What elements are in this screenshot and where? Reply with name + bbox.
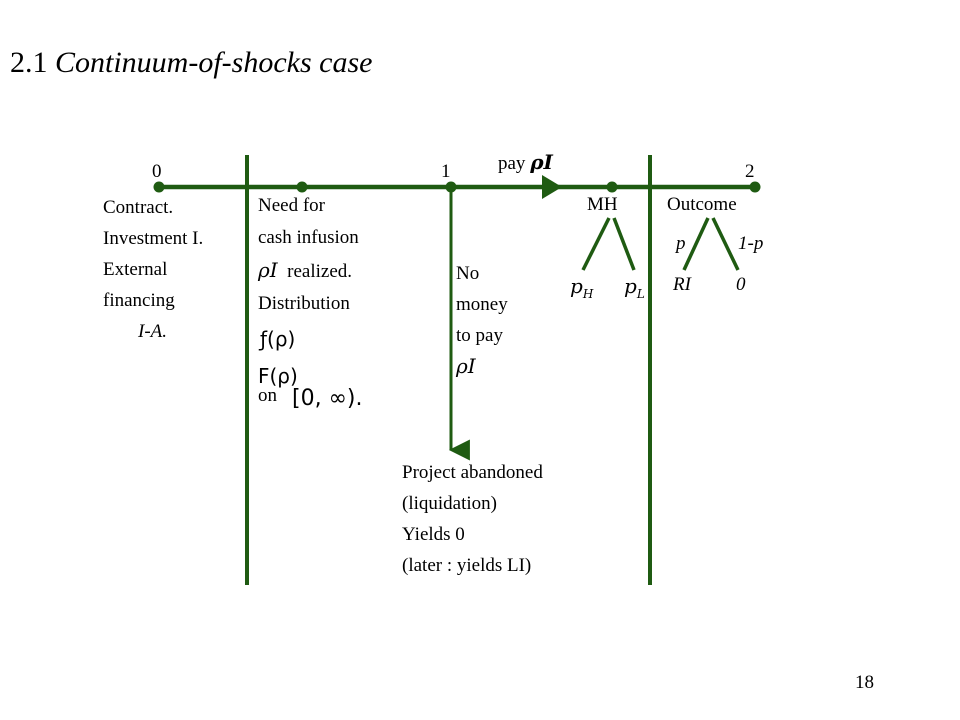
- pay-label: pay ρI: [498, 147, 553, 179]
- date0-line-2: Investment I.: [103, 228, 204, 249]
- abandoned-line-2: (liquidation): [402, 493, 497, 514]
- outcome-prob-success: p: [676, 233, 686, 254]
- mh-branch-low-label: pL: [624, 274, 645, 301]
- no-money-line-1: No: [456, 263, 480, 284]
- date-2-label: 2: [745, 161, 755, 182]
- title-text: Continuum-of-shocks case: [55, 46, 373, 79]
- mh-label: MH: [587, 194, 618, 215]
- shock-line-2: cash infusion: [258, 227, 359, 248]
- shock-on-label: on: [258, 385, 277, 406]
- shock-density: ƒ(ρ): [260, 327, 296, 351]
- abandoned-line-1: Project abandoned: [402, 462, 543, 483]
- outcome-label: Outcome: [667, 194, 737, 215]
- shock-description: Need for cash infusion ρI realized. Dist…: [258, 190, 359, 394]
- mh-branch-high-label: pH: [570, 274, 593, 301]
- outcome-branch-failure: [711, 217, 740, 271]
- mh-low-p: p: [624, 274, 637, 298]
- shock-support: [0, ∞).: [292, 386, 363, 411]
- title-number: 2.1: [10, 46, 48, 79]
- mh-branch-high: [581, 217, 611, 271]
- no-money-description: No money to pay ρI: [456, 258, 508, 382]
- mh-high-p: p: [570, 274, 583, 298]
- mh-high-sub: H: [582, 287, 594, 301]
- timeline-node-2: [749, 181, 761, 193]
- timeline-node-0: [153, 181, 165, 193]
- mh-branch-low: [612, 217, 636, 271]
- abandoned-description: Project abandoned (liquidation) Yields 0…: [402, 457, 543, 581]
- no-money-line-2: money: [456, 294, 508, 315]
- date0-math: I-A.: [138, 321, 168, 342]
- abandoned-line-4: (later : yields LI): [402, 555, 532, 576]
- page-number: 18: [855, 672, 874, 693]
- shock-cdf: F(ρ): [258, 364, 298, 388]
- mh-low-sub: L: [636, 287, 645, 301]
- date0-line-1: Contract.: [103, 197, 174, 218]
- date0-line-4: financing: [103, 290, 175, 311]
- slide-title: 2.1 Continuum-of-shocks case: [10, 46, 372, 80]
- timeline-node-mh: [606, 181, 618, 193]
- pay-math: ρI: [530, 150, 553, 174]
- date0-description: Contract. Investment I. External financi…: [103, 192, 203, 347]
- shock-realized-text: realized.: [287, 261, 353, 282]
- date-1-label: 1: [441, 161, 451, 182]
- outcome-payoff-success: RI: [673, 274, 691, 295]
- abandoned-line-3: Yields 0: [402, 524, 465, 545]
- timeline-arrowhead: [542, 175, 562, 199]
- shock-line-3: ρI realized.: [258, 254, 359, 288]
- outcome-branch-success: [682, 217, 710, 271]
- pay-text: pay: [498, 153, 526, 174]
- no-money-math: ρI: [456, 354, 476, 378]
- shock-line-4: Distribution: [258, 293, 350, 314]
- date-0-label: 0: [152, 161, 162, 182]
- shock-realized-math: ρI: [258, 258, 278, 282]
- no-money-line-3: to pay: [456, 325, 503, 346]
- timeline-node-1: [445, 181, 457, 193]
- outcome-payoff-failure: 0: [736, 274, 746, 295]
- timeline-node-shock: [296, 181, 308, 193]
- outcome-prob-failure: 1-p: [738, 233, 764, 254]
- date0-line-3: External: [103, 259, 168, 280]
- shock-line-1: Need for: [258, 195, 325, 216]
